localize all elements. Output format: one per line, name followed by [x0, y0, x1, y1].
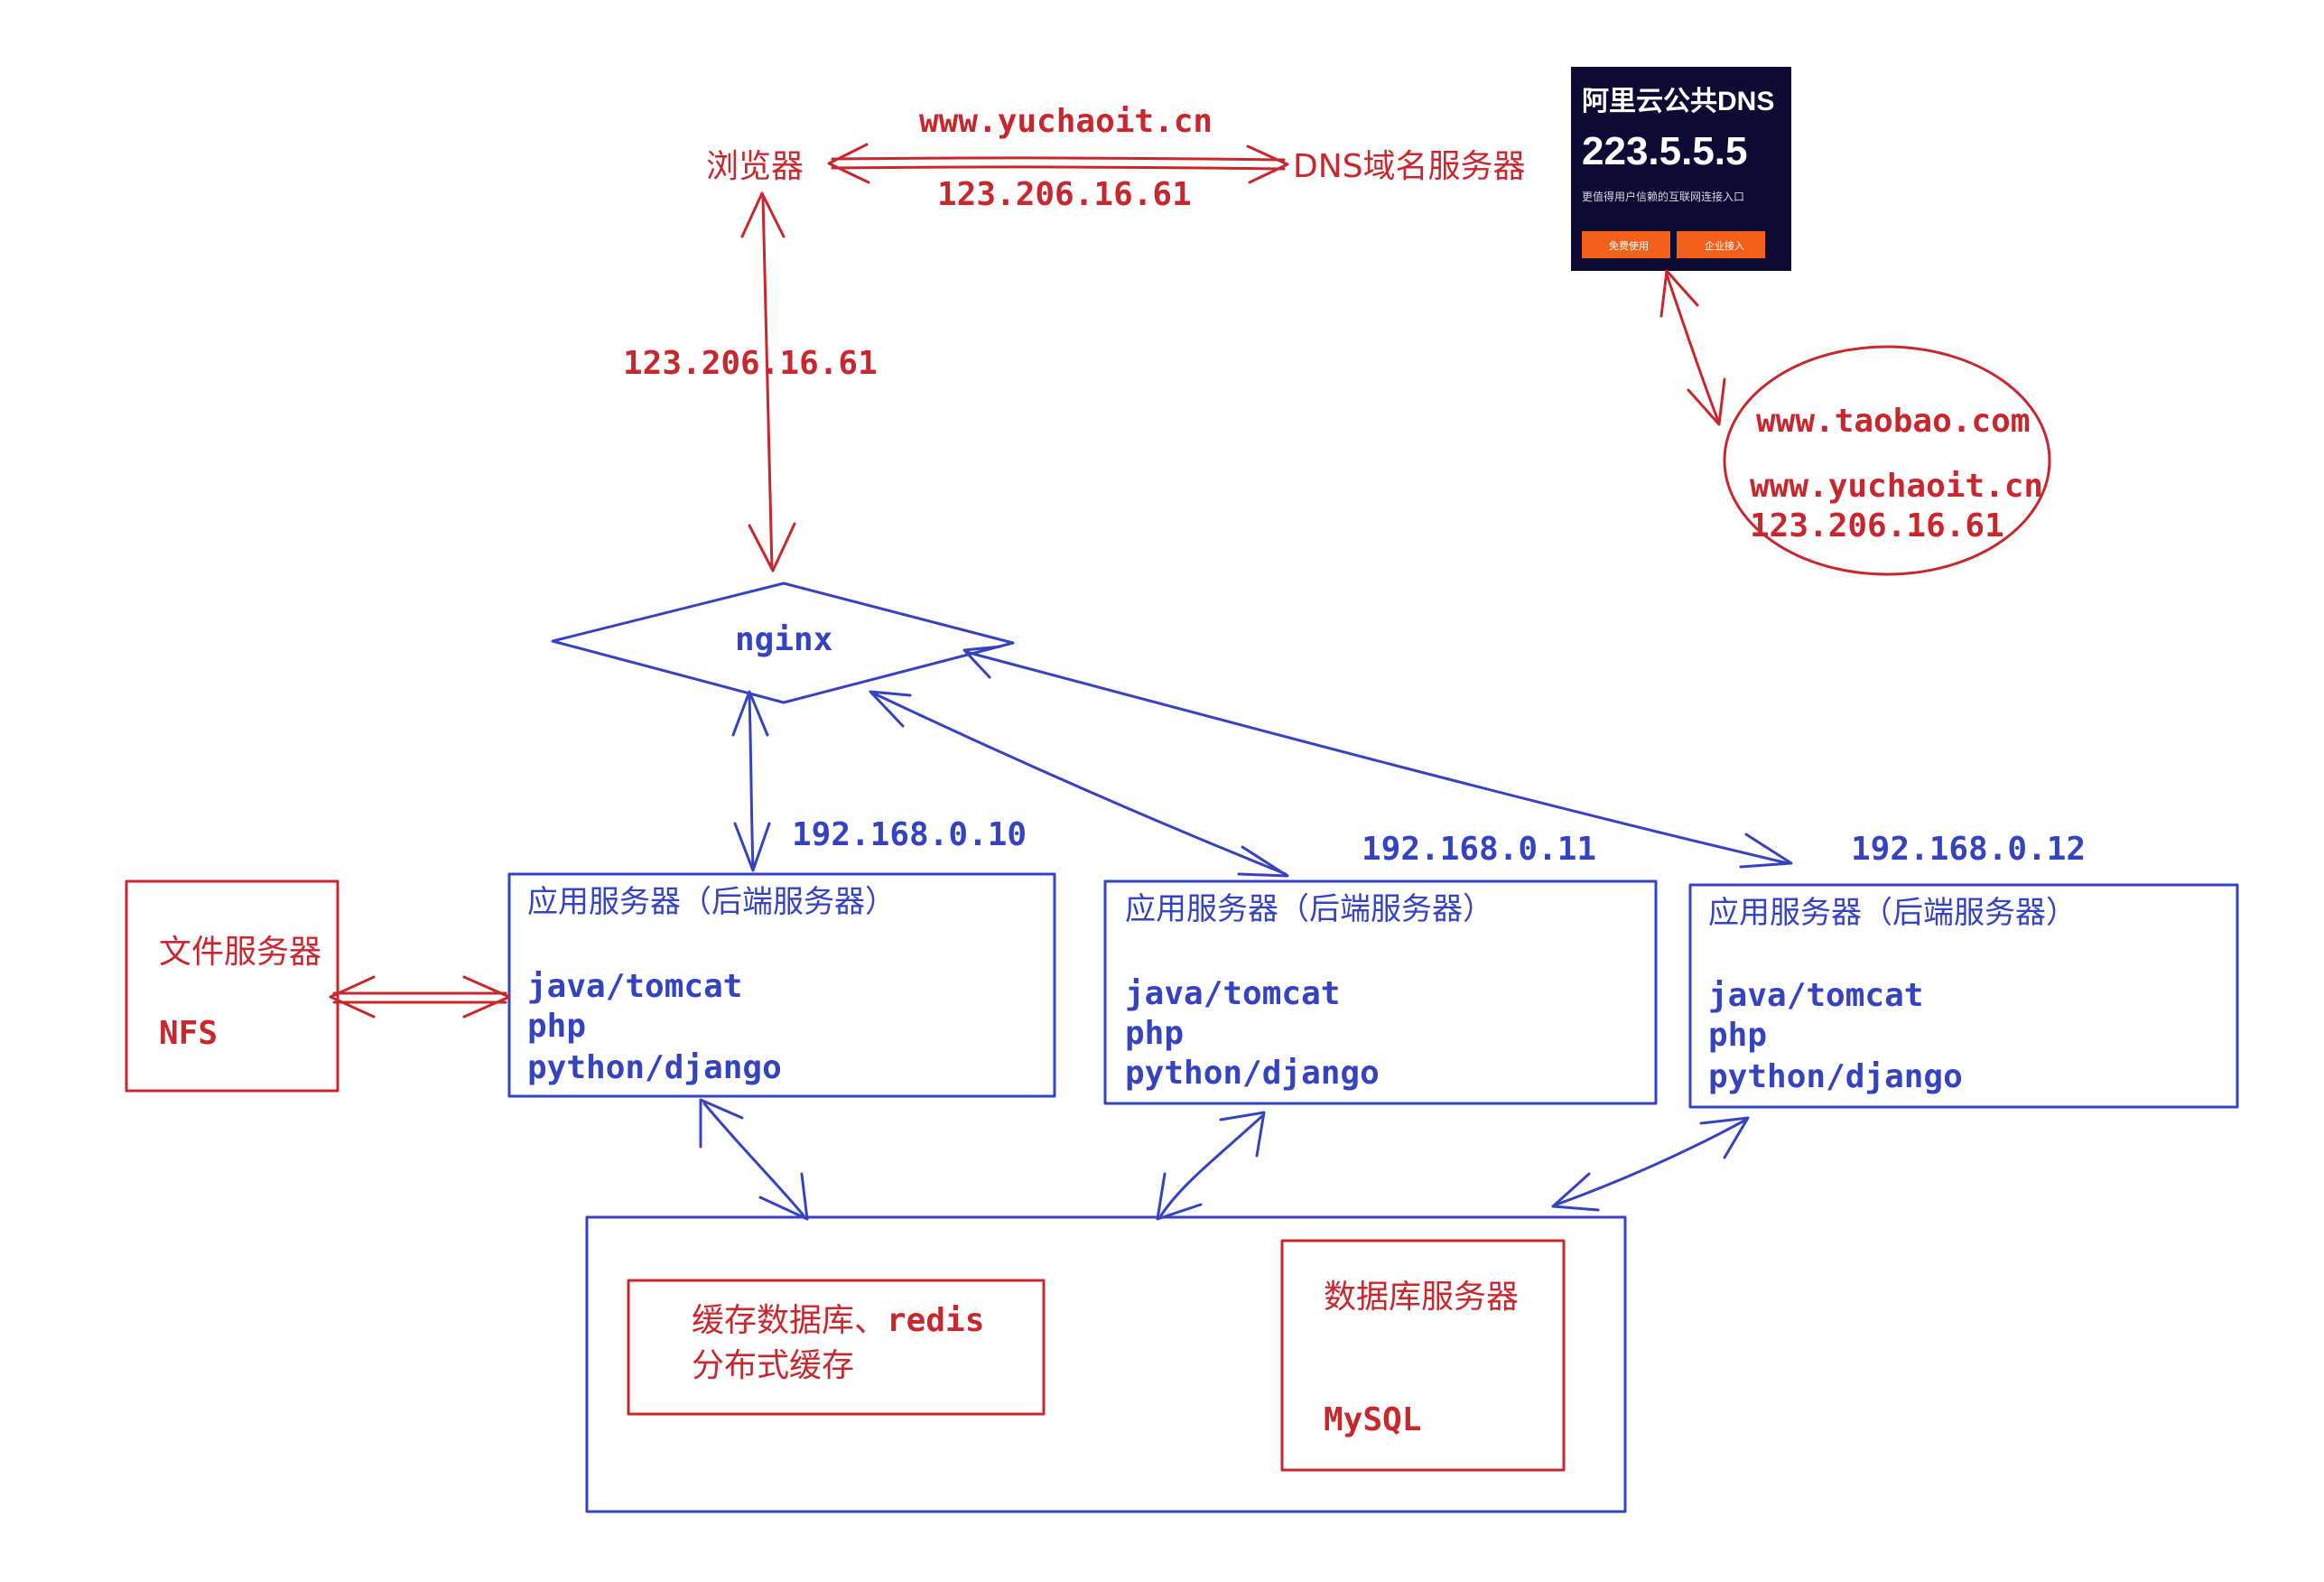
dns-card-button-secondary[interactable]	[1677, 231, 1765, 258]
browser-label: 浏览器	[706, 148, 804, 185]
dns-records-ellipse: www.taobao.com www.yuchaoit.cn 123.206.1…	[1723, 345, 2051, 576]
app-server-2-ip: 192.168.0.11	[1362, 831, 1596, 868]
app-server-3-line2: php	[1708, 1017, 1767, 1054]
app1-storage-arrow	[699, 1098, 809, 1221]
app-server-3-line1: java/tomcat	[1708, 977, 1923, 1014]
app-server-1: 应用服务器（后端服务器） java/tomcat php python/djan…	[507, 872, 1056, 1098]
dns-card-button-secondary-label: 企业接入	[1705, 239, 1744, 252]
nginx-app3-arrow	[962, 645, 1793, 869]
app-server-1-line1: java/tomcat	[527, 968, 742, 1005]
database-subtitle: MySQL	[1324, 1401, 1421, 1438]
app-server-2-line1: java/tomcat	[1125, 975, 1340, 1012]
storage-container	[585, 1215, 1627, 1513]
app2-storage-arrow	[1156, 1111, 1266, 1221]
app-server-3-ip: 192.168.0.12	[1851, 831, 2086, 868]
dns-card-button-primary[interactable]	[1582, 231, 1670, 258]
browser-dns-arrow	[827, 143, 1289, 184]
app-server-2-title: 应用服务器（后端服务器）	[1125, 891, 1493, 927]
app-server-2-line3: python/django	[1125, 1055, 1380, 1092]
nginx-app2-arrow	[869, 690, 1289, 878]
app3-storage-arrow	[1551, 1116, 1750, 1212]
browser-nginx-arrow	[740, 191, 796, 572]
app-server-2: 应用服务器（后端服务器） java/tomcat php python/djan…	[1103, 879, 1658, 1105]
cache-line2: 分布式缓存	[692, 1347, 854, 1384]
dns-record-line3: 123.206.16.61	[1750, 507, 2004, 544]
cache-line1-cn: 缓存数据库、	[692, 1302, 887, 1339]
database-box: 数据库服务器 MySQL	[1280, 1239, 1566, 1472]
dns-record-line1: www.taobao.com	[1756, 403, 2030, 440]
app-server-3: 应用服务器（后端服务器） java/tomcat php python/djan…	[1688, 883, 2239, 1109]
dns-records-arrow	[1659, 269, 1726, 426]
dns-answer-ip: 123.206.16.61	[937, 176, 1192, 213]
dns-card-subtitle: 更值得用户信赖的互联网连接入口	[1582, 190, 1744, 203]
app-server-1-line3: python/django	[527, 1049, 782, 1086]
cache-line1-en: redis	[887, 1302, 984, 1339]
nginx-app1-arrow	[731, 690, 771, 872]
app-server-1-line2: php	[527, 1008, 586, 1045]
file-server-subtitle: NFS	[159, 1015, 218, 1052]
dns-card-title: 阿里云公共DNS	[1582, 87, 1774, 116]
dns-card-button-primary-label: 免费使用	[1609, 239, 1649, 252]
app-server-1-ip: 192.168.0.10	[792, 816, 1027, 853]
app-server-2-line2: php	[1125, 1015, 1184, 1052]
file-server: 文件服务器 NFS	[125, 879, 339, 1093]
file-server-app1-arrow	[329, 975, 511, 1019]
nginx-label: nginx	[735, 621, 832, 658]
database-title: 数据库服务器	[1324, 1279, 1519, 1316]
aliyun-dns-card: 阿里云公共DNS 223.5.5.5 更值得用户信赖的互联网连接入口 免费使用 …	[1571, 67, 1791, 271]
file-server-title: 文件服务器	[159, 934, 321, 971]
dns-query-domain: www.yuchaoit.cn	[919, 103, 1213, 140]
browser-nginx-ip: 123.206.16.61	[623, 345, 878, 382]
dns-server-label: DNS域名服务器	[1293, 148, 1526, 185]
app-server-1-title: 应用服务器（后端服务器）	[527, 884, 896, 920]
cache-box: 缓存数据库、 redis 分布式缓存	[627, 1279, 1046, 1416]
dns-record-line2: www.yuchaoit.cn	[1750, 468, 2043, 505]
app-server-3-title: 应用服务器（后端服务器）	[1708, 895, 2077, 931]
dns-card-ip: 223.5.5.5	[1582, 129, 1748, 173]
app-server-3-line3: python/django	[1708, 1058, 1963, 1095]
nginx-node: nginx	[551, 582, 1015, 704]
